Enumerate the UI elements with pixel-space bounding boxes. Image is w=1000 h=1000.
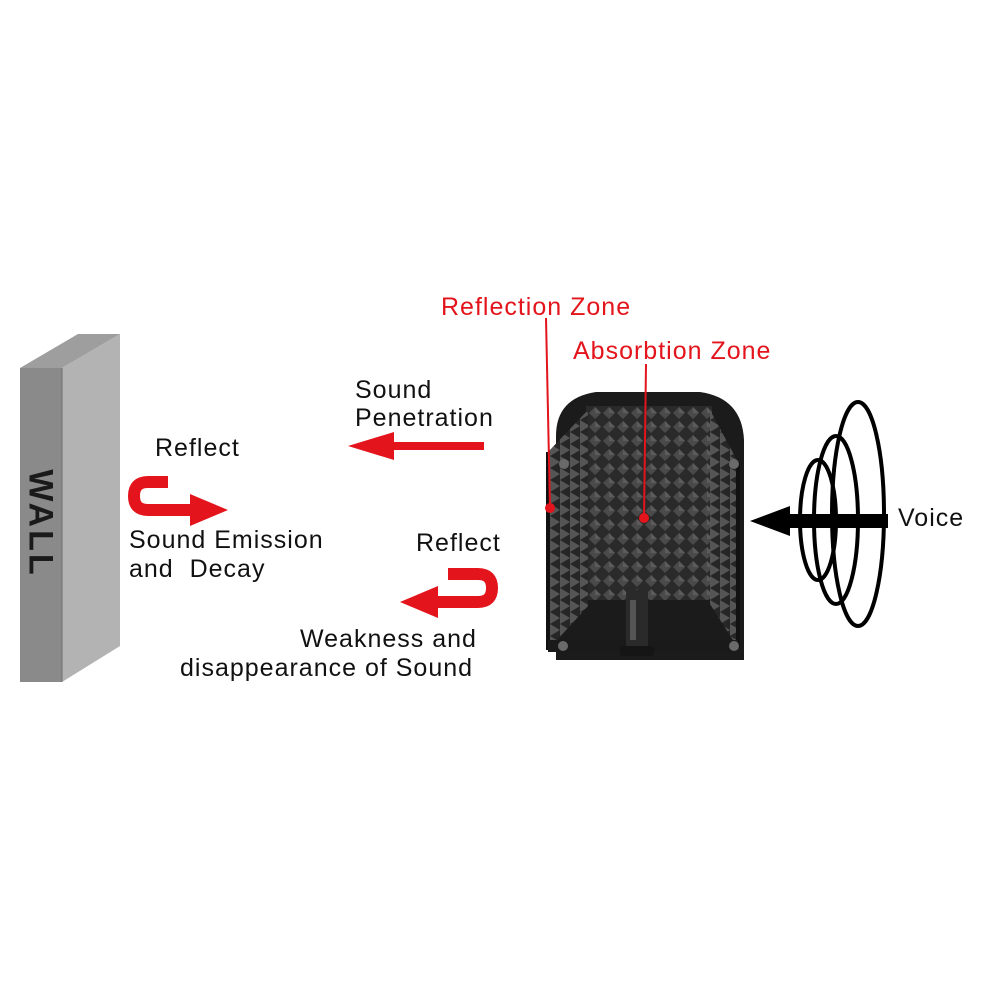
absorption-zone-pointer	[643, 363, 647, 519]
voice-label: Voice	[898, 504, 965, 532]
sound-emission-label-line1: Sound Emission	[129, 526, 324, 554]
sound-emission-label-line2: and Decay	[129, 555, 266, 583]
wall	[20, 334, 120, 682]
sound-penetration-label-line1: Sound	[355, 376, 433, 404]
sound-penetration-label-line2: Penetration	[355, 404, 494, 432]
reflect-label-bottom: Reflect	[416, 529, 501, 557]
isolation-shield	[546, 392, 744, 660]
sound-penetration-arrow	[348, 432, 484, 460]
reflect-arrow-top	[127, 476, 228, 526]
reflect-label-top: Reflect	[155, 434, 240, 462]
wall-top-face	[20, 334, 120, 368]
reflection-zone-pointer	[545, 317, 551, 509]
wall-side-face	[62, 334, 120, 682]
weakness-label-line1: Weakness and	[300, 625, 477, 653]
voice-arrow	[750, 506, 888, 536]
absorption-zone-label: Absorbtion Zone	[573, 337, 772, 365]
weakness-label-line2: disappearance of Sound	[180, 654, 474, 682]
reflect-arrow-bottom	[400, 568, 499, 618]
wall-label: WALL	[21, 468, 60, 578]
absorption-zone-dot	[639, 513, 649, 523]
reflection-zone-label: Reflection Zone	[441, 293, 632, 321]
wall-front-face	[20, 368, 62, 682]
reflection-zone-dot	[545, 503, 555, 513]
